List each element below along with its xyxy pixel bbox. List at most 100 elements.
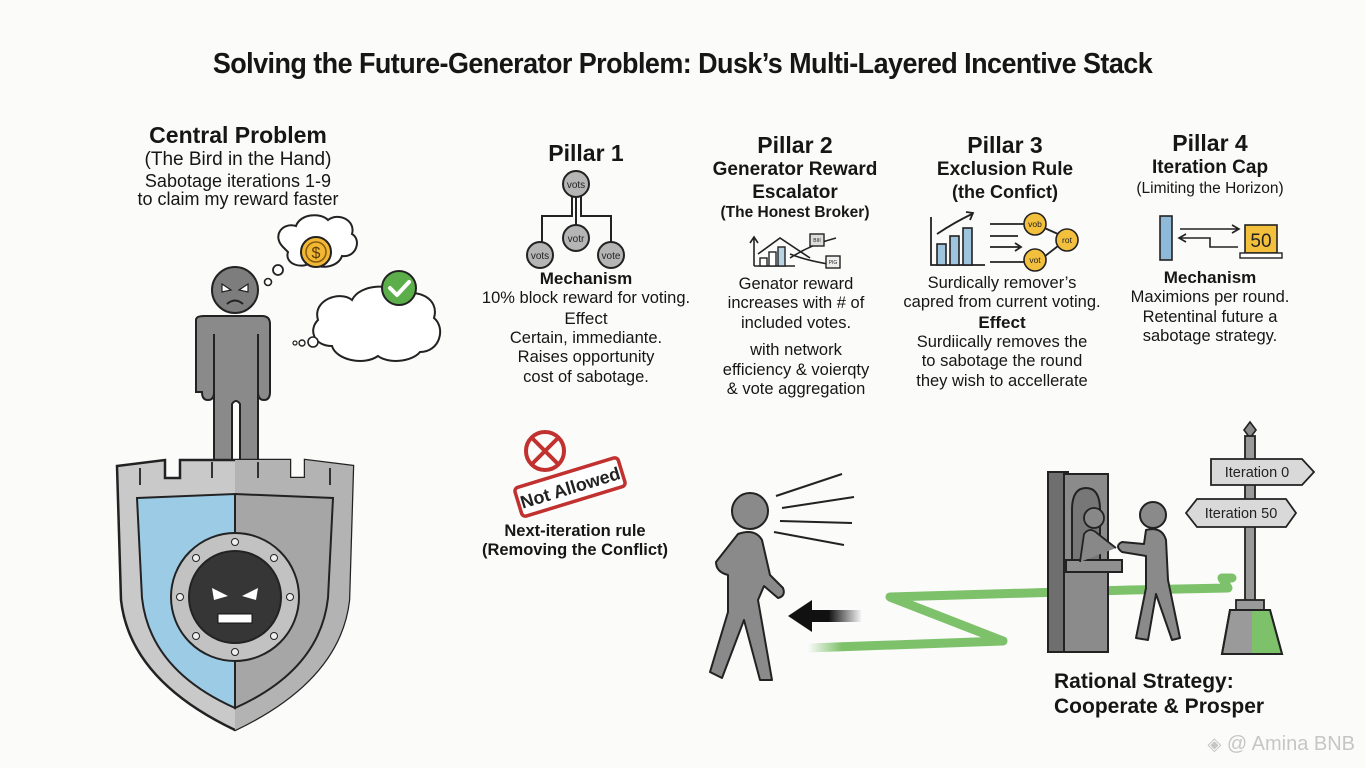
vote-token-label: vob bbox=[1028, 219, 1042, 229]
central-problem-text: Central Problem (The Bird in the Hand) S… bbox=[108, 122, 368, 209]
pillar-3-heading: Pillar 3 bbox=[967, 132, 1043, 158]
central-problem-subheading: (The Bird in the Hand) bbox=[144, 149, 332, 171]
coin-thought-bubble bbox=[263, 214, 358, 287]
pillar-2-text-line: Genator reward bbox=[738, 275, 854, 293]
pillar-4-mechanism-line: Maximions per round. bbox=[1130, 288, 1290, 307]
page-title: Solving the Future-Generator Problem: Du… bbox=[212, 48, 1153, 80]
voting-booth bbox=[1047, 471, 1123, 653]
pillar-3: Pillar 3 Exclusion Rule (the Confict) bbox=[900, 132, 1110, 203]
rational-strategy-line: Rational Strategy: bbox=[1054, 670, 1234, 693]
vote-node-icon bbox=[562, 170, 590, 198]
coin-symbol: $ bbox=[312, 245, 321, 262]
pillar-3-text-line: capred from current voting. bbox=[903, 293, 1101, 312]
pillar-2-name: Generator Reward bbox=[712, 159, 878, 181]
vote-node-icon bbox=[562, 224, 590, 252]
watermark-text: @ Amina BNB bbox=[1226, 733, 1355, 755]
vote-token-icon bbox=[1023, 212, 1047, 236]
diamond-logo-icon: ◈ bbox=[1207, 734, 1222, 754]
pillar-4-subtitle: (Limiting the Horizon) bbox=[1136, 179, 1284, 197]
shield-fortress bbox=[115, 458, 355, 732]
pillar-3-name: Exclusion Rule bbox=[936, 159, 1074, 181]
sign-iteration-0 bbox=[1210, 458, 1316, 486]
vote-node-label: vote bbox=[602, 251, 621, 262]
rational-strategy: Rational Strategy: Cooperate & Prosper bbox=[1054, 670, 1264, 720]
vote-token-label: vot bbox=[1029, 255, 1041, 265]
cooperating-person-figure bbox=[1117, 501, 1181, 641]
cap-box-icon bbox=[1244, 224, 1278, 254]
pillar-2-extra-line: efficiency & voierqty bbox=[722, 360, 870, 379]
cooperation-path bbox=[803, 573, 1237, 653]
coin-icon bbox=[300, 236, 332, 268]
pillar-3-details: Surdically remover’s capred from current… bbox=[880, 274, 1124, 391]
vote-node-icon bbox=[526, 241, 554, 269]
pillar-3-effect-line: to sabotage the round bbox=[921, 352, 1083, 371]
left-arrow-icon bbox=[788, 600, 862, 632]
pillar-4-details: Mechanism Maximions per round. Retentina… bbox=[1110, 268, 1310, 346]
pillar-4-name: Iteration Cap bbox=[1151, 157, 1269, 179]
prohibited-x-icon bbox=[524, 430, 566, 472]
vote-node-icon bbox=[597, 241, 625, 269]
pillar-4-heading: Pillar 4 bbox=[1172, 130, 1248, 156]
pillar-2-name: Escalator bbox=[752, 181, 838, 203]
pillar-3-text-line: Surdically remover’s bbox=[927, 274, 1077, 292]
pillar-1-effect-line: cost of sabotage. bbox=[523, 367, 649, 386]
rational-strategy-line: Cooperate & Prosper bbox=[1054, 694, 1265, 718]
voter-rewards-thought-bubble bbox=[292, 285, 442, 362]
pillar-3-effect-label: Effect bbox=[978, 312, 1026, 332]
icon-label: BIII bbox=[813, 238, 821, 244]
pillar-4-mechanism-line: Retentinal future a bbox=[1142, 307, 1278, 326]
vote-token-label: rot bbox=[1062, 235, 1073, 245]
pillar-2-text-line: increases with # of bbox=[727, 294, 865, 313]
pillar-1-heading: Pillar 1 bbox=[548, 140, 624, 166]
pillar-1-details: Mechanism 10% block reward for voting. E… bbox=[458, 269, 714, 387]
pillar-1-mechanism-text: 10% block reward for voting. bbox=[481, 289, 691, 308]
pillar-1-effect-label: Effect bbox=[564, 308, 608, 328]
pillar-2-heading: Pillar 2 bbox=[757, 132, 833, 158]
pillar-4-mechanism-label: Mechanism bbox=[1163, 268, 1257, 287]
angry-person-figure bbox=[195, 266, 271, 461]
pillar-2-subtitle: (The Honest Broker) bbox=[720, 203, 870, 221]
vote-node-label: vots bbox=[567, 180, 585, 191]
check-icon bbox=[381, 270, 417, 306]
vote-token-icon bbox=[1055, 228, 1079, 252]
pillar-4: Pillar 4 Iteration Cap (Limiting the Hor… bbox=[1110, 130, 1310, 198]
sign-label: Iteration 50 bbox=[1205, 506, 1278, 522]
pillar-1: Pillar 1 bbox=[478, 140, 694, 167]
sign-iteration-50 bbox=[1184, 498, 1298, 528]
next-iteration-line: (Removing the Conflict) bbox=[481, 541, 669, 560]
signpost: Iteration 0 Iteration 50 bbox=[1184, 420, 1316, 655]
pillar-1-effect-line: Certain, immediante. bbox=[509, 328, 663, 347]
angry-face-icon bbox=[211, 266, 259, 314]
vote-node-label: votr bbox=[568, 234, 585, 245]
central-problem-line: to claim my reward faster bbox=[137, 189, 339, 210]
porthole-icon bbox=[170, 532, 300, 662]
sign-label: Iteration 0 bbox=[1225, 465, 1290, 481]
watermark: ◈ @ Amina BNB bbox=[1207, 733, 1355, 756]
pillar-3-effect-line: Surdiically removes the bbox=[916, 332, 1088, 351]
motion-lines bbox=[773, 473, 855, 546]
central-problem-line: Sabotage iterations 1-9 bbox=[144, 170, 332, 191]
pillar-3-effect-line: they wish to accellerate bbox=[916, 371, 1088, 390]
pillar-2-details: Genator reward increases with # of inclu… bbox=[680, 275, 912, 400]
pillar-2: Pillar 2 Generator Reward Escalator (The… bbox=[690, 132, 900, 222]
pillar-2-extra-line: & vote aggregation bbox=[726, 380, 866, 399]
vote-node-label: vots bbox=[531, 251, 549, 262]
walking-person-figure bbox=[709, 492, 785, 681]
next-iteration-line: Next-iteration rule bbox=[504, 522, 646, 540]
central-problem-heading: Central Problem bbox=[149, 122, 327, 148]
pillar-1-effect-line: Raises opportunity bbox=[517, 348, 655, 367]
vote-token-icon bbox=[1023, 248, 1047, 272]
next-iteration-rule: Next-iteration rule (Removing the Confli… bbox=[460, 522, 690, 561]
icon-label: PIG bbox=[829, 260, 838, 266]
pillar-2-text-line: included votes. bbox=[740, 313, 852, 332]
pillar-1-mechanism-label: Mechanism bbox=[539, 269, 633, 288]
cap-value: 50 bbox=[1250, 231, 1271, 252]
pillar-2-extra-line: with network bbox=[750, 341, 842, 360]
pillar-3-subtitle: (the Confict) bbox=[952, 181, 1058, 202]
